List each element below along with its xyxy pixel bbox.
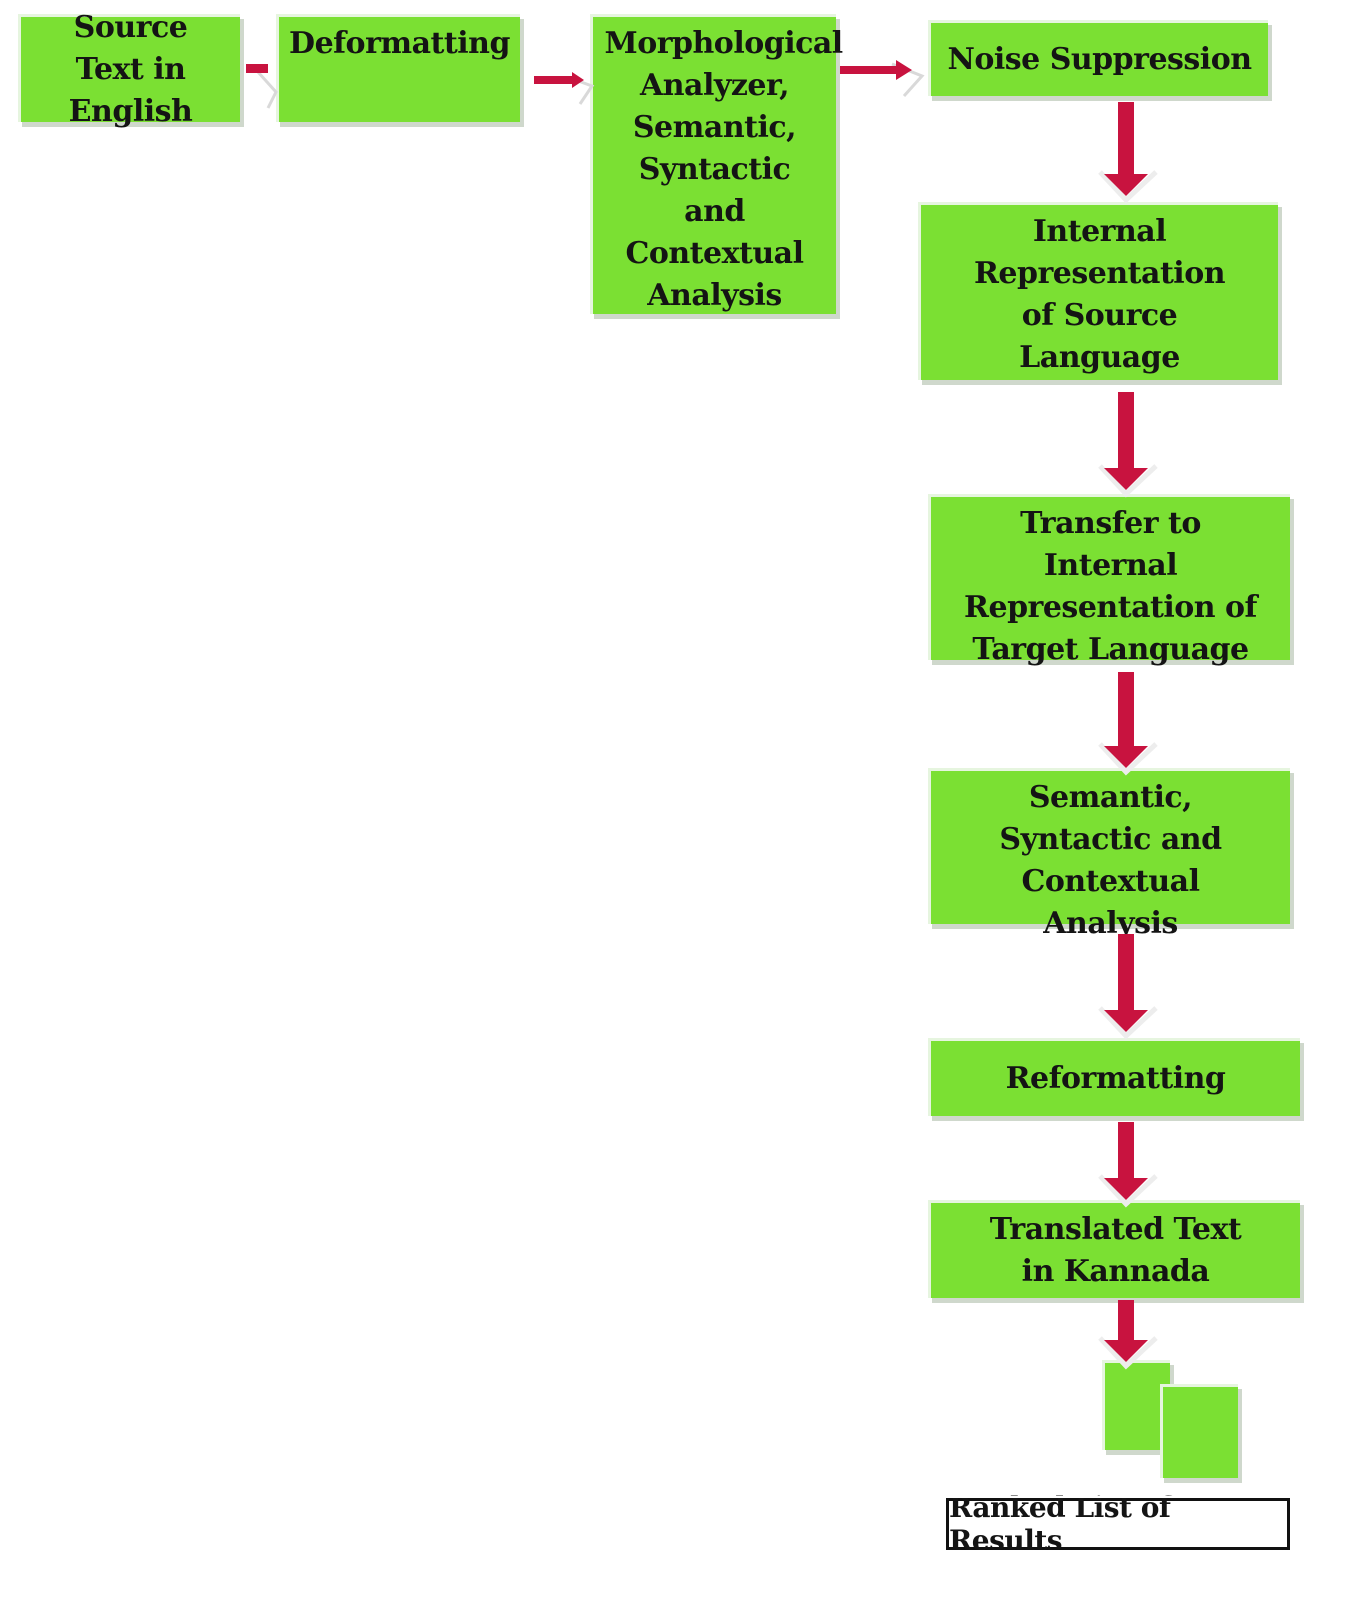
node-semantic-analysis: Semantic, Syntactic and Contextual Analy…	[928, 768, 1290, 941]
node-ranked-list: Ranked List of Results	[944, 1491, 1292, 1557]
arrow-noise-to-internal	[1098, 102, 1158, 204]
arrow-translated-to-results	[1098, 1300, 1158, 1370]
node-internal-representation-label: Internal Representation of Source Langua…	[973, 214, 1226, 375]
arrow-shadow-2	[569, 76, 595, 105]
arrow-reformatting-to-translated	[1098, 1122, 1158, 1208]
node-noise-suppression-label: Noise Suppression	[947, 41, 1252, 77]
arrow-semantic-to-reformatting	[1098, 934, 1158, 1040]
arrow-morphological-to-noise	[840, 60, 912, 80]
arrow-transfer-to-semantic	[1098, 672, 1158, 776]
node-transfer-target-label: Transfer to Internal Representation of T…	[964, 506, 1257, 667]
node-translated-text: Translated Text in Kannada	[928, 1200, 1300, 1298]
arrow-deformatting-to-morphological	[534, 72, 584, 88]
arrow-shadow-1	[256, 70, 278, 109]
node-transfer-target: Transfer to Internal Representation of T…	[928, 494, 1290, 667]
document-stack-front-icon	[1160, 1384, 1238, 1478]
node-semantic-analysis-label: Semantic, Syntactic and Contextual Analy…	[999, 780, 1222, 941]
node-reformatting-label: Reformatting	[1005, 1060, 1226, 1096]
node-translated-text-label: Translated Text in Kannada	[989, 1211, 1242, 1289]
node-deformatting: Deformatting	[276, 14, 520, 122]
node-ranked-list-label: Ranked List of Results	[949, 1491, 1171, 1557]
node-morphological-analyzer-label: Morphological Analyzer, Semantic, Syntac…	[604, 26, 844, 313]
node-reformatting: Reformatting	[928, 1038, 1300, 1116]
arrow-shadow-3	[891, 62, 925, 98]
node-internal-representation: Internal Representation of Source Langua…	[918, 202, 1278, 380]
arrow-internal-to-transfer	[1098, 392, 1158, 498]
node-noise-suppression: Noise Suppression	[928, 20, 1268, 96]
node-source-text-label: Source Text in English	[68, 9, 193, 129]
node-source-text: Source Text in English	[18, 10, 240, 129]
arrow-source-to-deformatting	[246, 64, 268, 73]
node-morphological-analyzer: Morphological Analyzer, Semantic, Syntac…	[590, 14, 844, 314]
node-deformatting-label: Deformatting	[289, 26, 510, 61]
